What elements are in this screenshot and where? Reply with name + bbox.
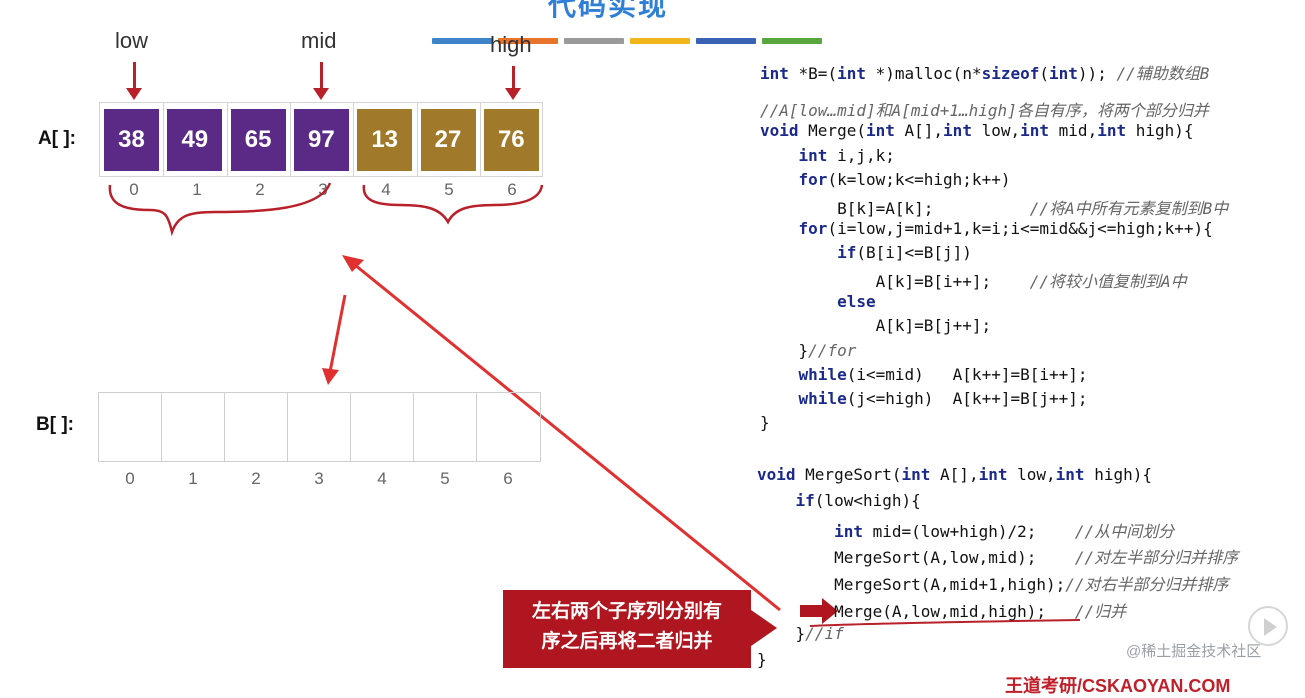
code-line: for(i=low,j=mid+1,k=i;i<=mid&&j<=high;k+… [798, 219, 1213, 238]
array-b-cell [225, 393, 288, 461]
array-b-cell [477, 393, 540, 461]
code-line: }//for [760, 341, 857, 360]
slide-title: 代码实现 [548, 0, 669, 21]
array-a-cell-divider [353, 103, 355, 176]
array-b-index: 1 [188, 469, 198, 488]
array-a-cell-divider [289, 103, 291, 176]
code-line: } [757, 650, 767, 669]
array-a-index: 4 [381, 180, 391, 199]
array-a-index: 1 [192, 180, 202, 199]
array-a-cell: 49 [167, 109, 223, 171]
stripe [630, 38, 690, 44]
callout-line-2: 序之后再将二者归并 [541, 631, 713, 652]
array-b-cell [288, 393, 351, 461]
array-a-index: 6 [507, 180, 517, 199]
code-line: while(j<=high) A[k++]=B[j++]; [798, 389, 1088, 408]
code-line: int *B=(int *)malloc(n*sizeof(int)); //辅… [760, 64, 1210, 83]
code-line: A[k]=B[i++]; //将较小值复制到A中 [760, 272, 1187, 291]
code-line: int i,j,k; [798, 146, 895, 165]
watermark: @稀土掘金技术社区 [1126, 643, 1262, 660]
pointer-low-arrow [126, 62, 142, 100]
code-line: if(low<high){ [795, 491, 921, 510]
pointer-low-label: low [115, 28, 149, 53]
array-b [98, 392, 541, 462]
array-b-index: 0 [125, 469, 135, 488]
arrow-to-b-line [328, 294, 347, 373]
array-b-label: B[ ]: [36, 414, 74, 435]
pointer-high-arrow [505, 66, 521, 100]
array-a-cell-divider [479, 103, 481, 176]
stripe [432, 38, 492, 44]
pointer-high-label: high [490, 32, 532, 57]
code-line: int mid=(low+high)/2; //从中间划分 [834, 522, 1175, 541]
array-a-index: 3 [318, 180, 328, 199]
stripe [696, 38, 756, 44]
code-line: B[k]=A[k]; //将A中所有元素复制到B中 [760, 199, 1229, 218]
array-b-cell [351, 393, 414, 461]
code-line: void Merge(int A[],int low,int mid,int h… [760, 121, 1194, 140]
array-b-cell [99, 393, 162, 461]
array-b-index: 2 [251, 469, 261, 488]
callout-line-1: 左右两个子序列分别有 [531, 601, 722, 622]
array-a-cell-divider [163, 103, 165, 176]
code-line: A[k]=B[j++]; [760, 316, 992, 335]
pointer-mid-arrow [313, 62, 329, 100]
array-a-cell: 76 [483, 109, 539, 171]
array-b-cell [162, 393, 225, 461]
array-a-label: A[ ]: [38, 128, 76, 149]
code-line: void MergeSort(int A[],int low,int high)… [757, 465, 1152, 484]
array-a-cell-divider [226, 103, 228, 176]
code-line: while(i<=mid) A[k++]=B[i++]; [798, 365, 1088, 384]
play-icon[interactable] [1248, 606, 1288, 646]
footer-brand: 王道考研/CSKAOYAN.COM [1005, 676, 1231, 696]
code-line: //A[low…mid]和A[mid+1…high]各自有序，将两个部分归并 [760, 101, 1209, 120]
array-b-index: 5 [440, 469, 450, 488]
arrow-up-head [342, 255, 364, 272]
stripe [498, 38, 558, 44]
stripe [762, 38, 822, 44]
array-a-cell: 13 [357, 109, 413, 171]
stripe [564, 38, 624, 44]
code-line: else [837, 292, 876, 311]
array-a-cell-divider [416, 103, 418, 176]
code-line: for(k=low;k<=high;k++) [798, 170, 1011, 189]
code-line: }//if [757, 624, 844, 643]
array-a-cell: 65 [230, 109, 286, 171]
code-line: MergeSort(A,low,mid); //对左半部分归并排序 [757, 548, 1239, 567]
code-line: Merge(A,low,mid,high); //归并 [757, 602, 1127, 621]
code-line: if(B[i]<=B[j]) [837, 243, 972, 262]
array-a-index: 0 [129, 180, 139, 199]
array-a-cell: 38 [104, 109, 159, 171]
code-line: } [760, 413, 770, 432]
array-b-index: 6 [503, 469, 513, 488]
callout-box: 左右两个子序列分别有 序之后再将二者归并 [503, 590, 777, 668]
array-a-cell: 27 [420, 109, 476, 171]
array-b-index: 3 [314, 469, 324, 488]
color-stripes [432, 38, 822, 44]
arrow-to-b-head [322, 368, 339, 385]
array-a-index: 5 [444, 180, 454, 199]
array-b-index: 4 [377, 469, 387, 488]
code-line: MergeSort(A,mid+1,high);//对右半部分归并排序 [757, 575, 1229, 594]
array-b-cell [414, 393, 477, 461]
array-a-index: 2 [255, 180, 265, 199]
pointer-mid-label: mid [301, 28, 337, 53]
array-a-cell: 97 [293, 109, 349, 171]
